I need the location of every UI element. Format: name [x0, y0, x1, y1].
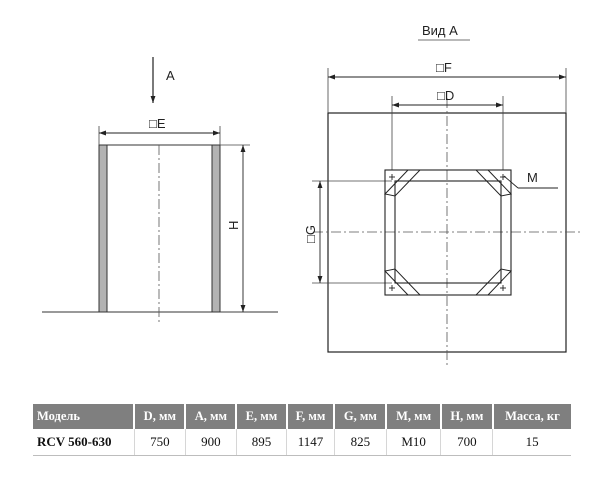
header-m: M, мм: [386, 404, 442, 429]
dim-h-label: H: [226, 221, 241, 230]
header-d: D, мм: [134, 404, 187, 429]
left-wall: [98, 144, 108, 313]
header-f: F, мм: [286, 404, 336, 429]
corner-gusset-bottom-left: [384, 268, 422, 296]
spec-table: Модель D, мм A, мм E, мм F, мм G, мм M, …: [33, 404, 571, 456]
dim-g-label: □G: [303, 225, 318, 243]
arrow-a-label: A: [166, 68, 175, 83]
header-g: G, мм: [334, 404, 388, 429]
table-row: RCV 560-630 750 900 895 1147 825 M10 700…: [33, 429, 571, 456]
cell-mass: 15: [492, 429, 571, 456]
cell-f: 1147: [286, 429, 335, 456]
corner-gusset-top-left: [384, 169, 422, 197]
header-h: H, мм: [440, 404, 494, 429]
flange-outer: [384, 169, 512, 296]
bolt-m-leader: [503, 175, 519, 189]
bolt-mark-bottom-left: [389, 285, 395, 291]
bolt-mark-top-left: [389, 174, 395, 180]
bolt-mark-bottom-right: [500, 285, 506, 291]
cell-h: 700: [440, 429, 494, 456]
dim-f-label: □F: [436, 60, 452, 75]
header-mass: Масса, кг: [492, 404, 571, 429]
cell-d: 750: [134, 429, 186, 456]
view-a: Вид А □F □D □G: [303, 23, 582, 365]
right-wall: [211, 144, 221, 313]
side-view: A □E H: [42, 57, 278, 322]
cell-a: 900: [185, 429, 237, 456]
cell-model: RCV 560-630: [33, 429, 135, 456]
technical-drawing: A □E H Вид А □F □D □G: [42, 23, 582, 365]
table-header-row: Модель D, мм A, мм E, мм F, мм G, мм M, …: [33, 404, 571, 429]
header-a: A, мм: [185, 404, 238, 429]
dim-e-label: □E: [149, 116, 166, 131]
header-e: E, мм: [236, 404, 288, 429]
header-model: Модель: [33, 404, 136, 429]
corner-gusset-top-right: [474, 169, 512, 197]
cell-e: 895: [236, 429, 288, 456]
corner-gusset-bottom-right: [474, 268, 512, 296]
cell-m: M10: [386, 429, 442, 456]
bolt-m-label: M: [527, 170, 538, 185]
dim-d-label: □D: [437, 88, 454, 103]
cell-g: 825: [334, 429, 387, 456]
flange-inner: [394, 180, 502, 284]
view-a-title: Вид А: [422, 23, 458, 38]
